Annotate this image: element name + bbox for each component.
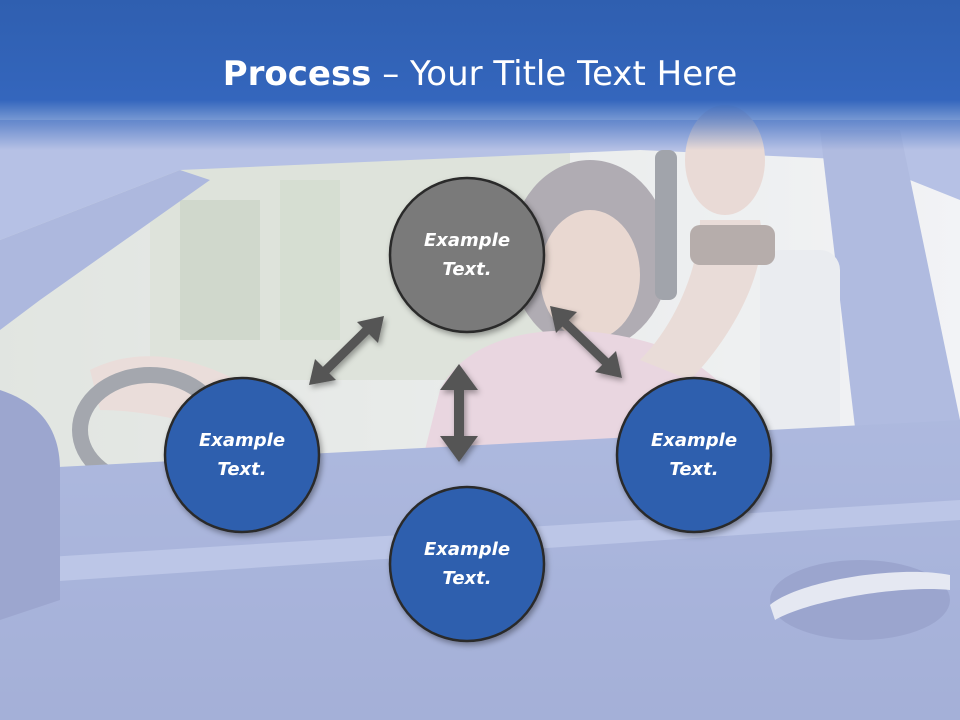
- title-bold: Process: [222, 54, 372, 94]
- node-left: [163, 376, 321, 534]
- node-top-line1: Example: [423, 230, 511, 251]
- node-top-label: Example Text.: [392, 226, 542, 284]
- connector-top-right: [550, 306, 622, 378]
- title-bar: [0, 0, 960, 150]
- node-left-line1: Example: [198, 430, 286, 451]
- node-left-label: Example Text.: [167, 426, 317, 484]
- node-right-line1: Example: [650, 430, 738, 451]
- node-bottom: [388, 485, 546, 643]
- node-bottom-line2: Text.: [442, 568, 492, 589]
- node-bottom-label: Example Text.: [392, 535, 542, 593]
- node-right: [615, 376, 773, 534]
- slide-title: Process – Your Title Text Here: [0, 52, 960, 96]
- node-left-line2: Text.: [217, 459, 267, 480]
- node-right-line2: Text.: [669, 459, 719, 480]
- node-bottom-line1: Example: [423, 539, 511, 560]
- node-top: [388, 176, 546, 334]
- connector-top-left: [309, 316, 384, 385]
- node-right-label: Example Text.: [619, 426, 769, 484]
- title-rest: – Your Title Text Here: [371, 54, 738, 94]
- node-top-line2: Text.: [442, 259, 492, 280]
- connector-top-bottom: [440, 364, 478, 462]
